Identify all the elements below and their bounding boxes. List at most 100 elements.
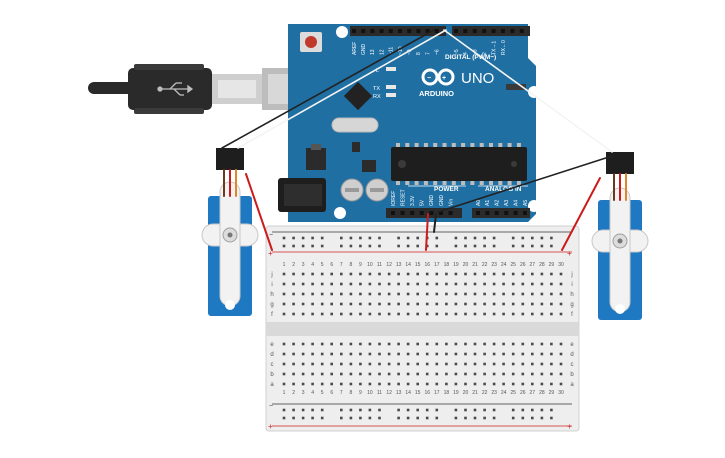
analog-header-pin[interactable]: [504, 211, 509, 215]
header-pin[interactable]: [454, 29, 458, 33]
terminal-hole[interactable]: [559, 302, 563, 306]
bottom-rail-minus-hole[interactable]: [521, 408, 525, 412]
terminal-hole[interactable]: [349, 362, 353, 366]
terminal-hole[interactable]: [473, 362, 477, 366]
terminal-hole[interactable]: [464, 302, 467, 306]
terminal-hole[interactable]: [311, 282, 314, 286]
bottom-rail-plus-hole[interactable]: [282, 416, 286, 420]
terminal-hole[interactable]: [349, 282, 353, 286]
terminal-hole[interactable]: [349, 382, 353, 386]
terminal-hole[interactable]: [330, 302, 333, 306]
terminal-hole[interactable]: [473, 302, 477, 306]
terminal-hole[interactable]: [359, 382, 362, 386]
top-rail-plus-hole[interactable]: [397, 244, 400, 248]
wire-gnd-to-rail[interactable]: [433, 213, 437, 233]
terminal-hole[interactable]: [483, 272, 486, 276]
terminal-hole[interactable]: [464, 342, 467, 346]
top-rail-plus-hole[interactable]: [292, 244, 295, 248]
terminal-hole[interactable]: [531, 342, 534, 346]
terminal-hole[interactable]: [378, 292, 381, 296]
terminal-hole[interactable]: [359, 372, 362, 376]
terminal-hole[interactable]: [473, 292, 477, 296]
top-rail-plus-hole[interactable]: [454, 244, 458, 248]
terminal-hole[interactable]: [425, 272, 429, 276]
power-header-pin[interactable]: [410, 211, 415, 215]
top-rail-plus-hole[interactable]: [368, 244, 372, 248]
terminal-hole[interactable]: [416, 282, 419, 286]
analog-header-pin[interactable]: [523, 211, 527, 215]
bottom-rail-minus-hole[interactable]: [483, 408, 486, 412]
terminal-hole[interactable]: [349, 302, 353, 306]
terminal-hole[interactable]: [330, 362, 333, 366]
bottom-rail-plus-hole[interactable]: [464, 416, 467, 420]
terminal-hole[interactable]: [531, 372, 534, 376]
bottom-rail-minus-hole[interactable]: [425, 408, 429, 412]
terminal-hole[interactable]: [511, 342, 515, 346]
terminal-hole[interactable]: [301, 352, 305, 356]
terminal-hole[interactable]: [483, 372, 486, 376]
terminal-hole[interactable]: [397, 272, 400, 276]
terminal-hole[interactable]: [425, 282, 429, 286]
terminal-hole[interactable]: [416, 302, 419, 306]
terminal-hole[interactable]: [416, 312, 419, 316]
bottom-rail-plus-hole[interactable]: [301, 416, 305, 420]
terminal-hole[interactable]: [359, 282, 362, 286]
power-header-pin[interactable]: [439, 211, 443, 215]
terminal-hole[interactable]: [559, 362, 563, 366]
terminal-hole[interactable]: [320, 282, 324, 286]
top-rail-plus-hole[interactable]: [349, 244, 353, 248]
top-rail-plus-hole[interactable]: [435, 244, 439, 248]
terminal-hole[interactable]: [550, 282, 553, 286]
top-rail-plus-hole[interactable]: [511, 244, 515, 248]
top-rail-plus-hole[interactable]: [540, 244, 544, 248]
terminal-hole[interactable]: [502, 352, 505, 356]
terminal-hole[interactable]: [292, 302, 295, 306]
terminal-hole[interactable]: [483, 362, 486, 366]
header-pin[interactable]: [434, 29, 439, 33]
terminal-hole[interactable]: [559, 342, 563, 346]
terminal-hole[interactable]: [454, 312, 458, 316]
terminal-hole[interactable]: [454, 282, 458, 286]
top-rail-minus-hole[interactable]: [483, 236, 486, 240]
bottom-rail-minus-hole[interactable]: [292, 408, 295, 412]
terminal-hole[interactable]: [368, 382, 372, 386]
terminal-hole[interactable]: [340, 272, 343, 276]
terminal-hole[interactable]: [473, 342, 477, 346]
terminal-hole[interactable]: [445, 372, 448, 376]
terminal-hole[interactable]: [531, 382, 534, 386]
terminal-hole[interactable]: [368, 362, 372, 366]
terminal-hole[interactable]: [349, 352, 353, 356]
terminal-hole[interactable]: [445, 342, 448, 346]
terminal-hole[interactable]: [416, 352, 419, 356]
terminal-hole[interactable]: [531, 362, 534, 366]
top-rail-plus-hole[interactable]: [282, 244, 286, 248]
terminal-hole[interactable]: [435, 372, 439, 376]
terminal-hole[interactable]: [559, 352, 563, 356]
terminal-hole[interactable]: [464, 372, 467, 376]
power-header-pin[interactable]: [391, 211, 395, 215]
wire-right-servo-signal[interactable]: [443, 29, 613, 153]
wire-right-servo-ground[interactable]: [437, 155, 613, 213]
top-rail-minus-hole[interactable]: [454, 236, 458, 240]
terminal-hole[interactable]: [550, 272, 553, 276]
breadboard[interactable]: − + + − + + 1122334455667788991010111112…: [265, 225, 580, 432]
terminal-hole[interactable]: [521, 372, 525, 376]
terminal-hole[interactable]: [550, 292, 553, 296]
terminal-hole[interactable]: [292, 352, 295, 356]
terminal-hole[interactable]: [435, 272, 439, 276]
terminal-hole[interactable]: [483, 282, 486, 286]
terminal-hole[interactable]: [349, 372, 353, 376]
terminal-hole[interactable]: [435, 352, 439, 356]
terminal-hole[interactable]: [282, 352, 286, 356]
terminal-hole[interactable]: [425, 382, 429, 386]
bottom-rail-plus-hole[interactable]: [550, 416, 553, 420]
terminal-hole[interactable]: [359, 362, 362, 366]
terminal-hole[interactable]: [492, 362, 496, 366]
terminal-hole[interactable]: [387, 352, 391, 356]
terminal-hole[interactable]: [406, 282, 410, 286]
terminal-hole[interactable]: [492, 382, 496, 386]
terminal-hole[interactable]: [292, 362, 295, 366]
top-rail-minus-hole[interactable]: [320, 236, 324, 240]
terminal-hole[interactable]: [425, 362, 429, 366]
terminal-hole[interactable]: [311, 302, 314, 306]
